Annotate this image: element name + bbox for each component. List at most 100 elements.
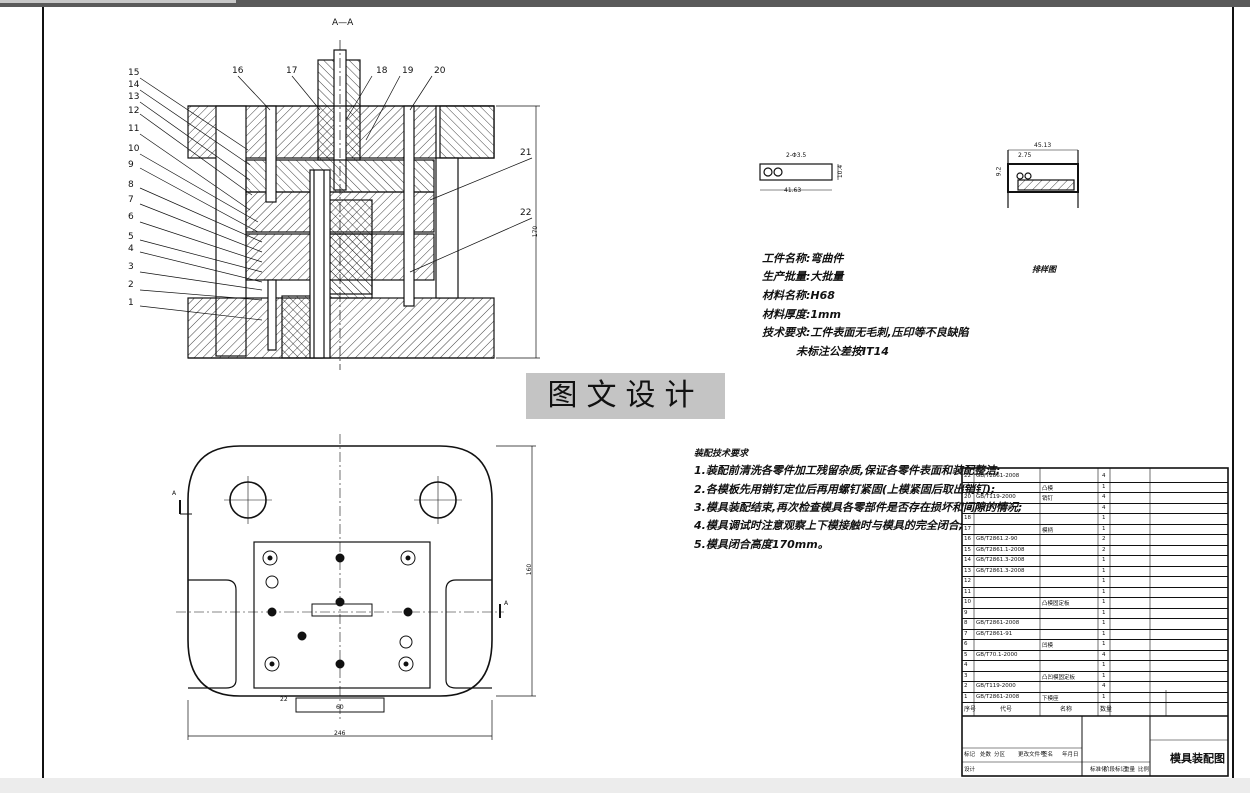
dim-plan-offset: 22 (280, 696, 288, 703)
bom-cell-name: 模柄 (1042, 527, 1054, 534)
bom-cell-std: GB/T70-2000 (976, 504, 1013, 511)
bom-row (962, 523, 1228, 525)
bom-cell-std: GB/T2861-91 (976, 630, 1013, 637)
part-label-2: 2 (128, 280, 134, 290)
bom-row (962, 681, 1228, 682)
part-label-7: 7 (128, 195, 134, 205)
work-info-name: 工件名称:弯曲件 (762, 252, 844, 265)
bom-cell-no: 2 (964, 683, 968, 689)
title-block-label: 分区 (994, 752, 1006, 758)
bom-row (962, 481, 1228, 483)
part-hole-note: 2-Φ3.5 (786, 152, 807, 159)
part-label-22: 22 (520, 208, 532, 218)
bottom-strip (0, 778, 1250, 793)
part-label-13: 13 (128, 92, 140, 102)
bom-cell-no: 19 (964, 504, 971, 511)
bom-cell-name: 凸凹模固定板 (1042, 674, 1076, 681)
bom-cell-no: 7 (964, 630, 968, 637)
bom-cell-qty: 4 (1102, 494, 1106, 500)
bom-header-name: 名称 (1060, 706, 1073, 713)
dim-plan-slot: 60 (336, 704, 344, 711)
title-block-label: 阶段标记 (1104, 767, 1127, 773)
bom-cell-qty: 1 (1102, 483, 1106, 490)
part-label-14: 14 (128, 80, 140, 90)
bom-cell-no: 12 (964, 578, 971, 584)
bom-row (962, 502, 1228, 504)
bom-cell-qty: 1 (1102, 662, 1106, 668)
bom-cell-qty: 1 (1102, 599, 1106, 605)
bom-row (962, 586, 1228, 588)
dim-overall-height: 170 (532, 225, 540, 238)
part-label-15: 15 (128, 68, 140, 78)
leader-lines (139, 75, 533, 321)
bom-cell-qty: 4 (1102, 473, 1106, 479)
lower-die-seat (187, 297, 495, 359)
bom-cell-no: 9 (964, 609, 968, 616)
bom-cell-qty: 1 (1102, 630, 1106, 637)
bom-row (962, 639, 1228, 640)
bom-cell-qty: 4 (1102, 504, 1106, 511)
bom-row (962, 618, 1228, 619)
bom-cell-no: 22 (964, 473, 971, 479)
bom-cell-no: 15 (964, 546, 971, 553)
bom-cell-no: 1 (964, 693, 968, 700)
assembly-req-title: 装配技术要求 (694, 449, 749, 459)
bom-row (962, 576, 1228, 577)
bom-row (962, 660, 1228, 661)
bom-cell-qty: 2 (1102, 536, 1106, 542)
assembly-req-3: 3.模具装配结束,再次检查模具各零部件是否存在损坏和间隙的情况; (694, 501, 1023, 514)
bom-row (962, 607, 1228, 609)
bom-cell-std: GB/T2861-2008 (976, 693, 1020, 700)
title-block-label: 标记 (964, 752, 976, 758)
part-label-1: 1 (128, 298, 134, 308)
bom-cell-qty: 1 (1102, 672, 1106, 679)
bom-cell-qty: 1 (1102, 609, 1106, 616)
window-tab (0, 0, 236, 3)
work-info-thickness: 材料厚度:1mm (762, 308, 841, 321)
work-info-tolerance: 未标注公差按IT14 (796, 345, 889, 358)
part-drawing (759, 163, 839, 191)
title-block-label: 设计 (964, 767, 976, 773)
layout-caption: 排样图 (1032, 265, 1056, 274)
bom-cell-no: 14 (964, 557, 971, 563)
bom-cell-no: 6 (964, 641, 968, 647)
bom-row (962, 628, 1228, 630)
bom-cell-qty: 1 (1102, 525, 1106, 532)
layout-pitch: 2.75 (1018, 152, 1032, 159)
bom-cell-name: 销钉 (1042, 496, 1054, 502)
bom-cell-qty: 1 (1102, 588, 1106, 595)
title-block-label: 标准化 (1090, 767, 1107, 773)
bom-cell-no: 5 (964, 651, 968, 658)
part-label-17: 17 (286, 66, 298, 76)
bom-cell-no: 17 (964, 525, 971, 532)
bom-cell-no: 20 (964, 494, 971, 500)
bom-cell-std: GB/T2861-2008 (976, 473, 1020, 479)
bom-cell-no: 16 (964, 536, 971, 542)
strip-layout-drawing (1007, 149, 1079, 208)
plan-outline (187, 445, 493, 697)
title-block-label: 年月日 (1062, 752, 1079, 758)
bom-cell-name: 凸模 (1042, 485, 1054, 492)
bom-cell-qty: 1 (1102, 567, 1106, 574)
bom-cell-name: 凹模 (1042, 643, 1054, 649)
bom-cell-no: 21 (964, 483, 971, 490)
bom-cell-qty: 1 (1102, 693, 1106, 700)
title-block-label: 签名 (1042, 752, 1054, 758)
bom-cell-qty: 4 (1102, 651, 1106, 658)
part-label-16: 16 (232, 66, 244, 76)
bom-header-no: 序号 (964, 706, 977, 713)
part-label-6: 6 (128, 212, 134, 222)
bom-cell-std: GB/T2861-2008 (976, 620, 1020, 626)
title-block-label: 重量 (1124, 767, 1136, 773)
bom-cell-no: 3 (964, 672, 968, 679)
bom-cell-no: 13 (964, 567, 971, 574)
work-info-requirement: 技术要求:工件表面无毛刺,压印等不良缺陷 (762, 326, 969, 339)
watermark-banner: 图文设计 (526, 373, 725, 419)
layout-height: 9.2 (995, 166, 1003, 177)
dim-plan-height: 160 (526, 563, 534, 576)
part-label-4: 4 (128, 244, 134, 254)
part-label-20: 20 (434, 66, 446, 76)
guide-pillar-right (435, 157, 459, 299)
